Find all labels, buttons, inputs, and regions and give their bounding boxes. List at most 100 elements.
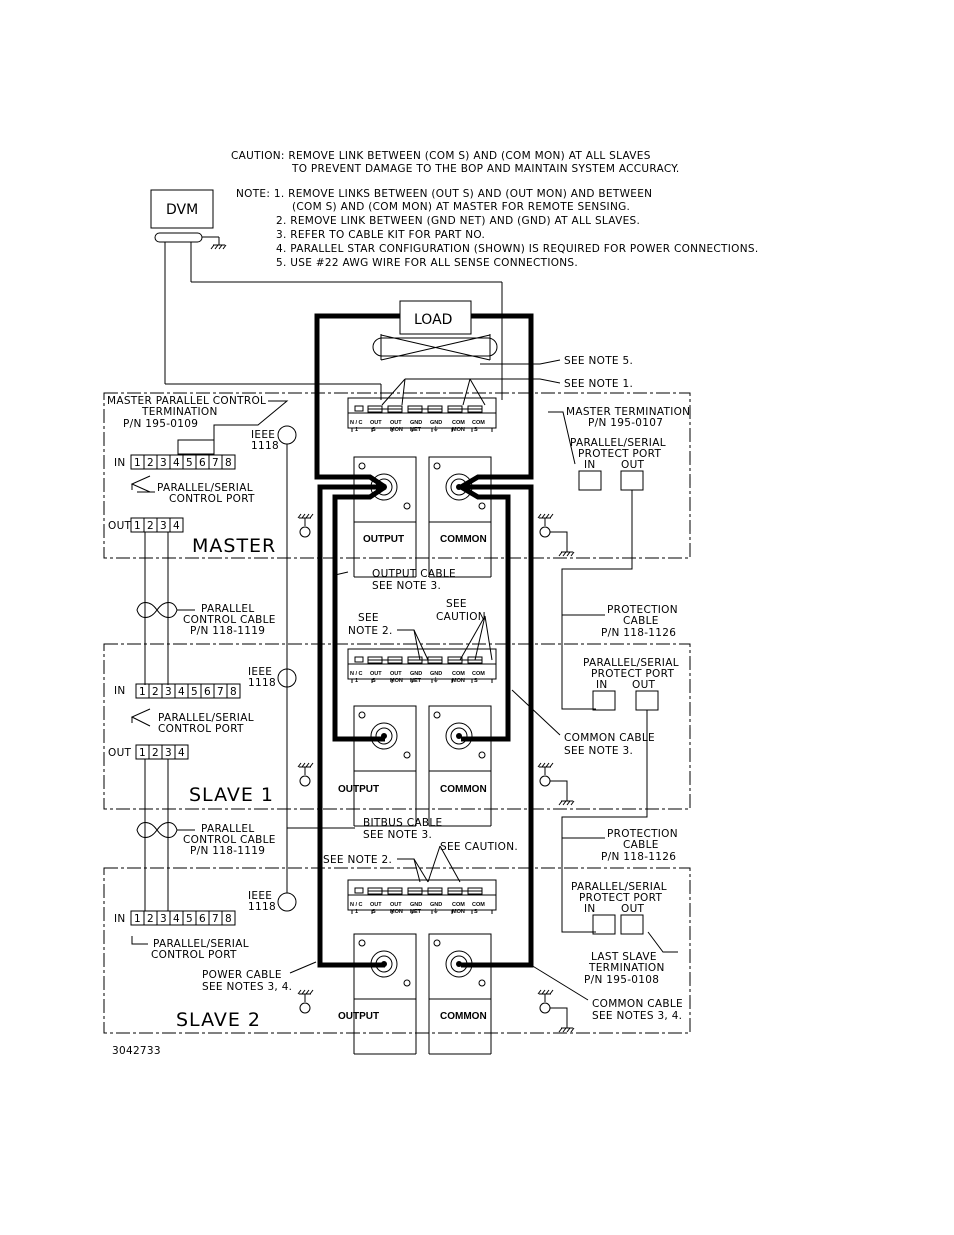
svg-text:N / C: N / C	[350, 671, 363, 677]
svg-text:CAUTION: CAUTION	[436, 611, 486, 623]
svg-text:IEEE: IEEE	[248, 890, 272, 902]
svg-text:SEE: SEE	[446, 598, 467, 610]
master-out-p: OUT	[621, 459, 645, 471]
svg-text:2: 2	[147, 913, 154, 925]
slave1-name: SLAVE 1	[189, 784, 274, 806]
svg-text:N / C: N / C	[350, 902, 363, 908]
svg-text:PROTECTION: PROTECTION	[607, 828, 678, 840]
svg-text:PARALLEL/SERIAL: PARALLEL/SERIAL	[583, 657, 679, 669]
svg-text:S: S	[372, 427, 376, 433]
svg-text:COM: COM	[472, 671, 485, 677]
svg-text:8: 8	[225, 913, 232, 925]
svg-text:GND: GND	[410, 902, 422, 908]
in-label: IN	[114, 457, 126, 469]
svg-text:GND: GND	[430, 902, 442, 908]
see-note-1: SEE NOTE 1.	[564, 378, 633, 390]
master-term-callout-2: P/N 195-0107	[588, 417, 663, 429]
svg-text:8: 8	[225, 457, 232, 469]
svg-text:1: 1	[355, 427, 358, 433]
note-1a: NOTE: 1. REMOVE LINKS BETWEEN (OUT S) AN…	[236, 188, 652, 200]
svg-text:S: S	[474, 909, 478, 915]
ps-control-1: PARALLEL/SERIAL	[157, 482, 253, 494]
svg-text:2: 2	[147, 457, 154, 469]
svg-text:OUTPUT: OUTPUT	[338, 784, 379, 795]
svg-text:1: 1	[355, 909, 358, 915]
svg-text:1: 1	[355, 678, 358, 684]
protection-cable-3: P/N 118-1126	[601, 627, 676, 639]
ieee-label-1: IEEE	[251, 429, 275, 441]
dvm-label: DVM	[166, 202, 198, 218]
note-2: 2. REMOVE LINK BETWEEN (GND NET) AND (GN…	[276, 215, 640, 227]
protection-cable-2: CABLE	[623, 615, 659, 627]
svg-text:4: 4	[173, 520, 180, 532]
svg-text:GND: GND	[410, 420, 422, 426]
parallel-cable-2: CONTROL CABLE	[183, 614, 276, 626]
svg-text:CONTROL CABLE: CONTROL CABLE	[183, 834, 276, 846]
svg-text:5: 5	[186, 457, 193, 469]
svg-text:⏚: ⏚	[433, 908, 439, 915]
note-5: 5. USE #22 AWG WIRE FOR ALL SENSE CONNEC…	[276, 257, 578, 269]
bitbus-1: BITBUS CABLE	[363, 817, 442, 829]
svg-text:5: 5	[186, 913, 193, 925]
svg-text:IN: IN	[596, 679, 608, 691]
see-note-2: SEE NOTE 2.	[323, 854, 392, 866]
svg-text:SEE: SEE	[358, 612, 379, 624]
see-caution: SEE CAUTION.	[440, 841, 518, 853]
svg-text:7: 7	[212, 913, 219, 925]
power-cable-2: SEE NOTES 3, 4.	[202, 981, 292, 993]
svg-text:1118: 1118	[248, 677, 276, 689]
bitbus-2: SEE NOTE 3.	[363, 829, 432, 841]
master-output-label: OUTPUT	[363, 534, 404, 545]
svg-text:NOTE 2.: NOTE 2.	[348, 625, 393, 637]
svg-text:MON: MON	[390, 678, 403, 684]
svg-text:3: 3	[165, 686, 172, 698]
out-label: OUT	[108, 520, 132, 532]
svg-text:OUT: OUT	[370, 902, 382, 908]
common-cable-1: COMMON CABLE	[564, 732, 655, 744]
svg-text:8: 8	[230, 686, 237, 698]
svg-text:CONTROL PORT: CONTROL PORT	[151, 949, 237, 961]
dvm-box	[150, 189, 214, 229]
svg-text:PARALLEL/SERIAL: PARALLEL/SERIAL	[158, 712, 254, 724]
svg-text:NET: NET	[410, 678, 422, 684]
see-note-5: SEE NOTE 5.	[564, 355, 633, 367]
svg-text:PROTECT PORT: PROTECT PORT	[579, 892, 662, 904]
power-cable-1: POWER CABLE	[202, 969, 282, 981]
svg-text:OUT: OUT	[370, 671, 382, 677]
output-cable-1: OUTPUT CABLE	[372, 568, 456, 580]
svg-text:N / C: N / C	[350, 420, 363, 426]
svg-text:1: 1	[134, 913, 141, 925]
svg-text:COM: COM	[452, 671, 465, 677]
svg-text:COM: COM	[452, 420, 465, 426]
master-term-1: MASTER PARALLEL CONTROL	[107, 395, 266, 407]
note-1b: (COM S) AND (COM MON) AT MASTER FOR REMO…	[292, 201, 630, 213]
svg-text:⏚: ⏚	[433, 677, 439, 684]
svg-text:IN: IN	[114, 685, 126, 697]
drawing-number: 3042733	[112, 1045, 161, 1057]
output-cable-2: SEE NOTE 3.	[372, 580, 441, 592]
svg-text:4: 4	[173, 457, 180, 469]
svg-text:2: 2	[152, 686, 159, 698]
svg-text:4: 4	[173, 913, 180, 925]
svg-text:GND: GND	[430, 671, 442, 677]
master-term-callout-1: MASTER TERMINATION	[566, 406, 690, 418]
svg-text:OUT: OUT	[108, 747, 132, 759]
svg-text:COM: COM	[472, 420, 485, 426]
master-term-2: TERMINATION	[141, 406, 218, 418]
common-cable-b2: SEE NOTES 3, 4.	[592, 1010, 682, 1022]
svg-text:3: 3	[160, 520, 167, 532]
svg-text:1: 1	[139, 747, 146, 759]
protection-cable-1: PROTECTION	[607, 604, 678, 616]
svg-text:6: 6	[199, 913, 206, 925]
svg-text:7: 7	[217, 686, 224, 698]
svg-text:COM: COM	[472, 902, 485, 908]
load-box	[399, 300, 472, 335]
svg-text:3: 3	[165, 747, 172, 759]
master-name: MASTER	[192, 535, 276, 557]
